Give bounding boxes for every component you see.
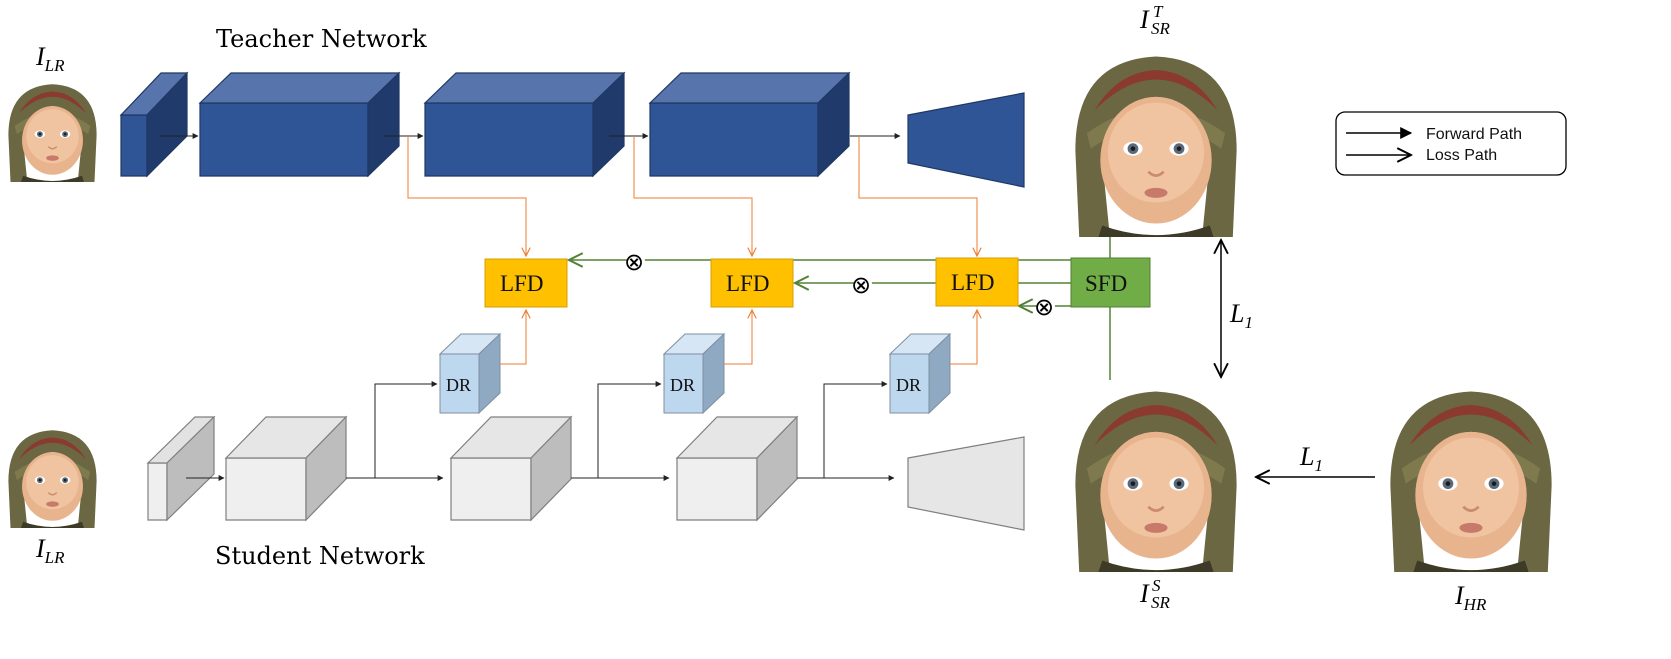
lfd-box-1 bbox=[484, 258, 568, 308]
legend-forward-label: Forward Path bbox=[1426, 126, 1522, 143]
multiply-op-1: ⊗ bbox=[624, 249, 644, 276]
lfd-label-3: LFD bbox=[951, 270, 994, 295]
loss-paths bbox=[1221, 240, 1375, 477]
lfd-label-1: LFD bbox=[500, 271, 543, 296]
student-input-conv bbox=[146, 415, 216, 522]
student-block-3 bbox=[675, 415, 799, 522]
label-l1-vertical: L1 bbox=[1229, 299, 1253, 332]
multiply-op-2: ⊗ bbox=[851, 272, 871, 299]
teacher-block-2 bbox=[423, 71, 626, 178]
student-sr-image bbox=[1058, 378, 1254, 574]
attention-lines bbox=[569, 237, 1111, 380]
svg-text:SR: SR bbox=[1151, 19, 1171, 38]
teacher-input-conv bbox=[119, 71, 189, 178]
sfd-label: SFD bbox=[1085, 271, 1127, 296]
student-network-title: Student Network bbox=[215, 542, 425, 570]
lfd-box-3 bbox=[935, 257, 1019, 307]
lfd-label-2: LFD bbox=[726, 271, 769, 296]
teacher-network bbox=[119, 71, 1025, 188]
multiply-op-3: ⊗ bbox=[1034, 294, 1054, 321]
student-block-1 bbox=[224, 415, 348, 522]
svg-text:SR: SR bbox=[1151, 593, 1171, 612]
label-i-lr-top: ILR bbox=[35, 42, 65, 75]
lfd-box-2 bbox=[710, 258, 794, 308]
input-image-student bbox=[0, 423, 106, 529]
dr-label-1: DR bbox=[446, 375, 471, 395]
legend: Forward Path Loss Path bbox=[1335, 111, 1567, 176]
student-network bbox=[146, 415, 1025, 531]
student-forward-arrows bbox=[186, 381, 895, 481]
label-i-lr-bottom: ILR bbox=[35, 534, 65, 567]
teacher-block-3 bbox=[648, 71, 851, 178]
svg-text:I: I bbox=[1139, 5, 1150, 34]
sfd-box bbox=[1070, 257, 1151, 308]
hr-image bbox=[1373, 378, 1569, 574]
teacher-upsampler bbox=[907, 92, 1025, 188]
student-upsampler bbox=[907, 436, 1025, 531]
dr-label-3: DR bbox=[896, 375, 921, 395]
svg-text:S: S bbox=[1152, 576, 1161, 595]
svg-text:I: I bbox=[1139, 579, 1150, 608]
label-l1-horizontal: L1 bbox=[1299, 442, 1323, 475]
label-i-sr-student: I S SR bbox=[1139, 576, 1171, 612]
dr-block-1 bbox=[438, 332, 502, 415]
dr-block-3 bbox=[888, 332, 952, 415]
svg-text:T: T bbox=[1153, 2, 1164, 21]
teacher-network-title: Teacher Network bbox=[216, 25, 427, 53]
label-i-hr: IHR bbox=[1454, 581, 1487, 614]
dr-label-2: DR bbox=[670, 375, 695, 395]
dr-block-2 bbox=[662, 332, 726, 415]
legend-loss-label: Loss Path bbox=[1426, 147, 1497, 164]
label-i-sr-teacher: I T SR bbox=[1139, 2, 1171, 38]
feature-lines bbox=[407, 136, 977, 365]
input-image-teacher bbox=[0, 77, 106, 183]
multiply-ops: ⊗ ⊗ ⊗ bbox=[624, 249, 1055, 321]
teacher-sr-image bbox=[1058, 43, 1254, 239]
teacher-block-1 bbox=[198, 71, 401, 178]
student-block-2 bbox=[449, 415, 573, 522]
